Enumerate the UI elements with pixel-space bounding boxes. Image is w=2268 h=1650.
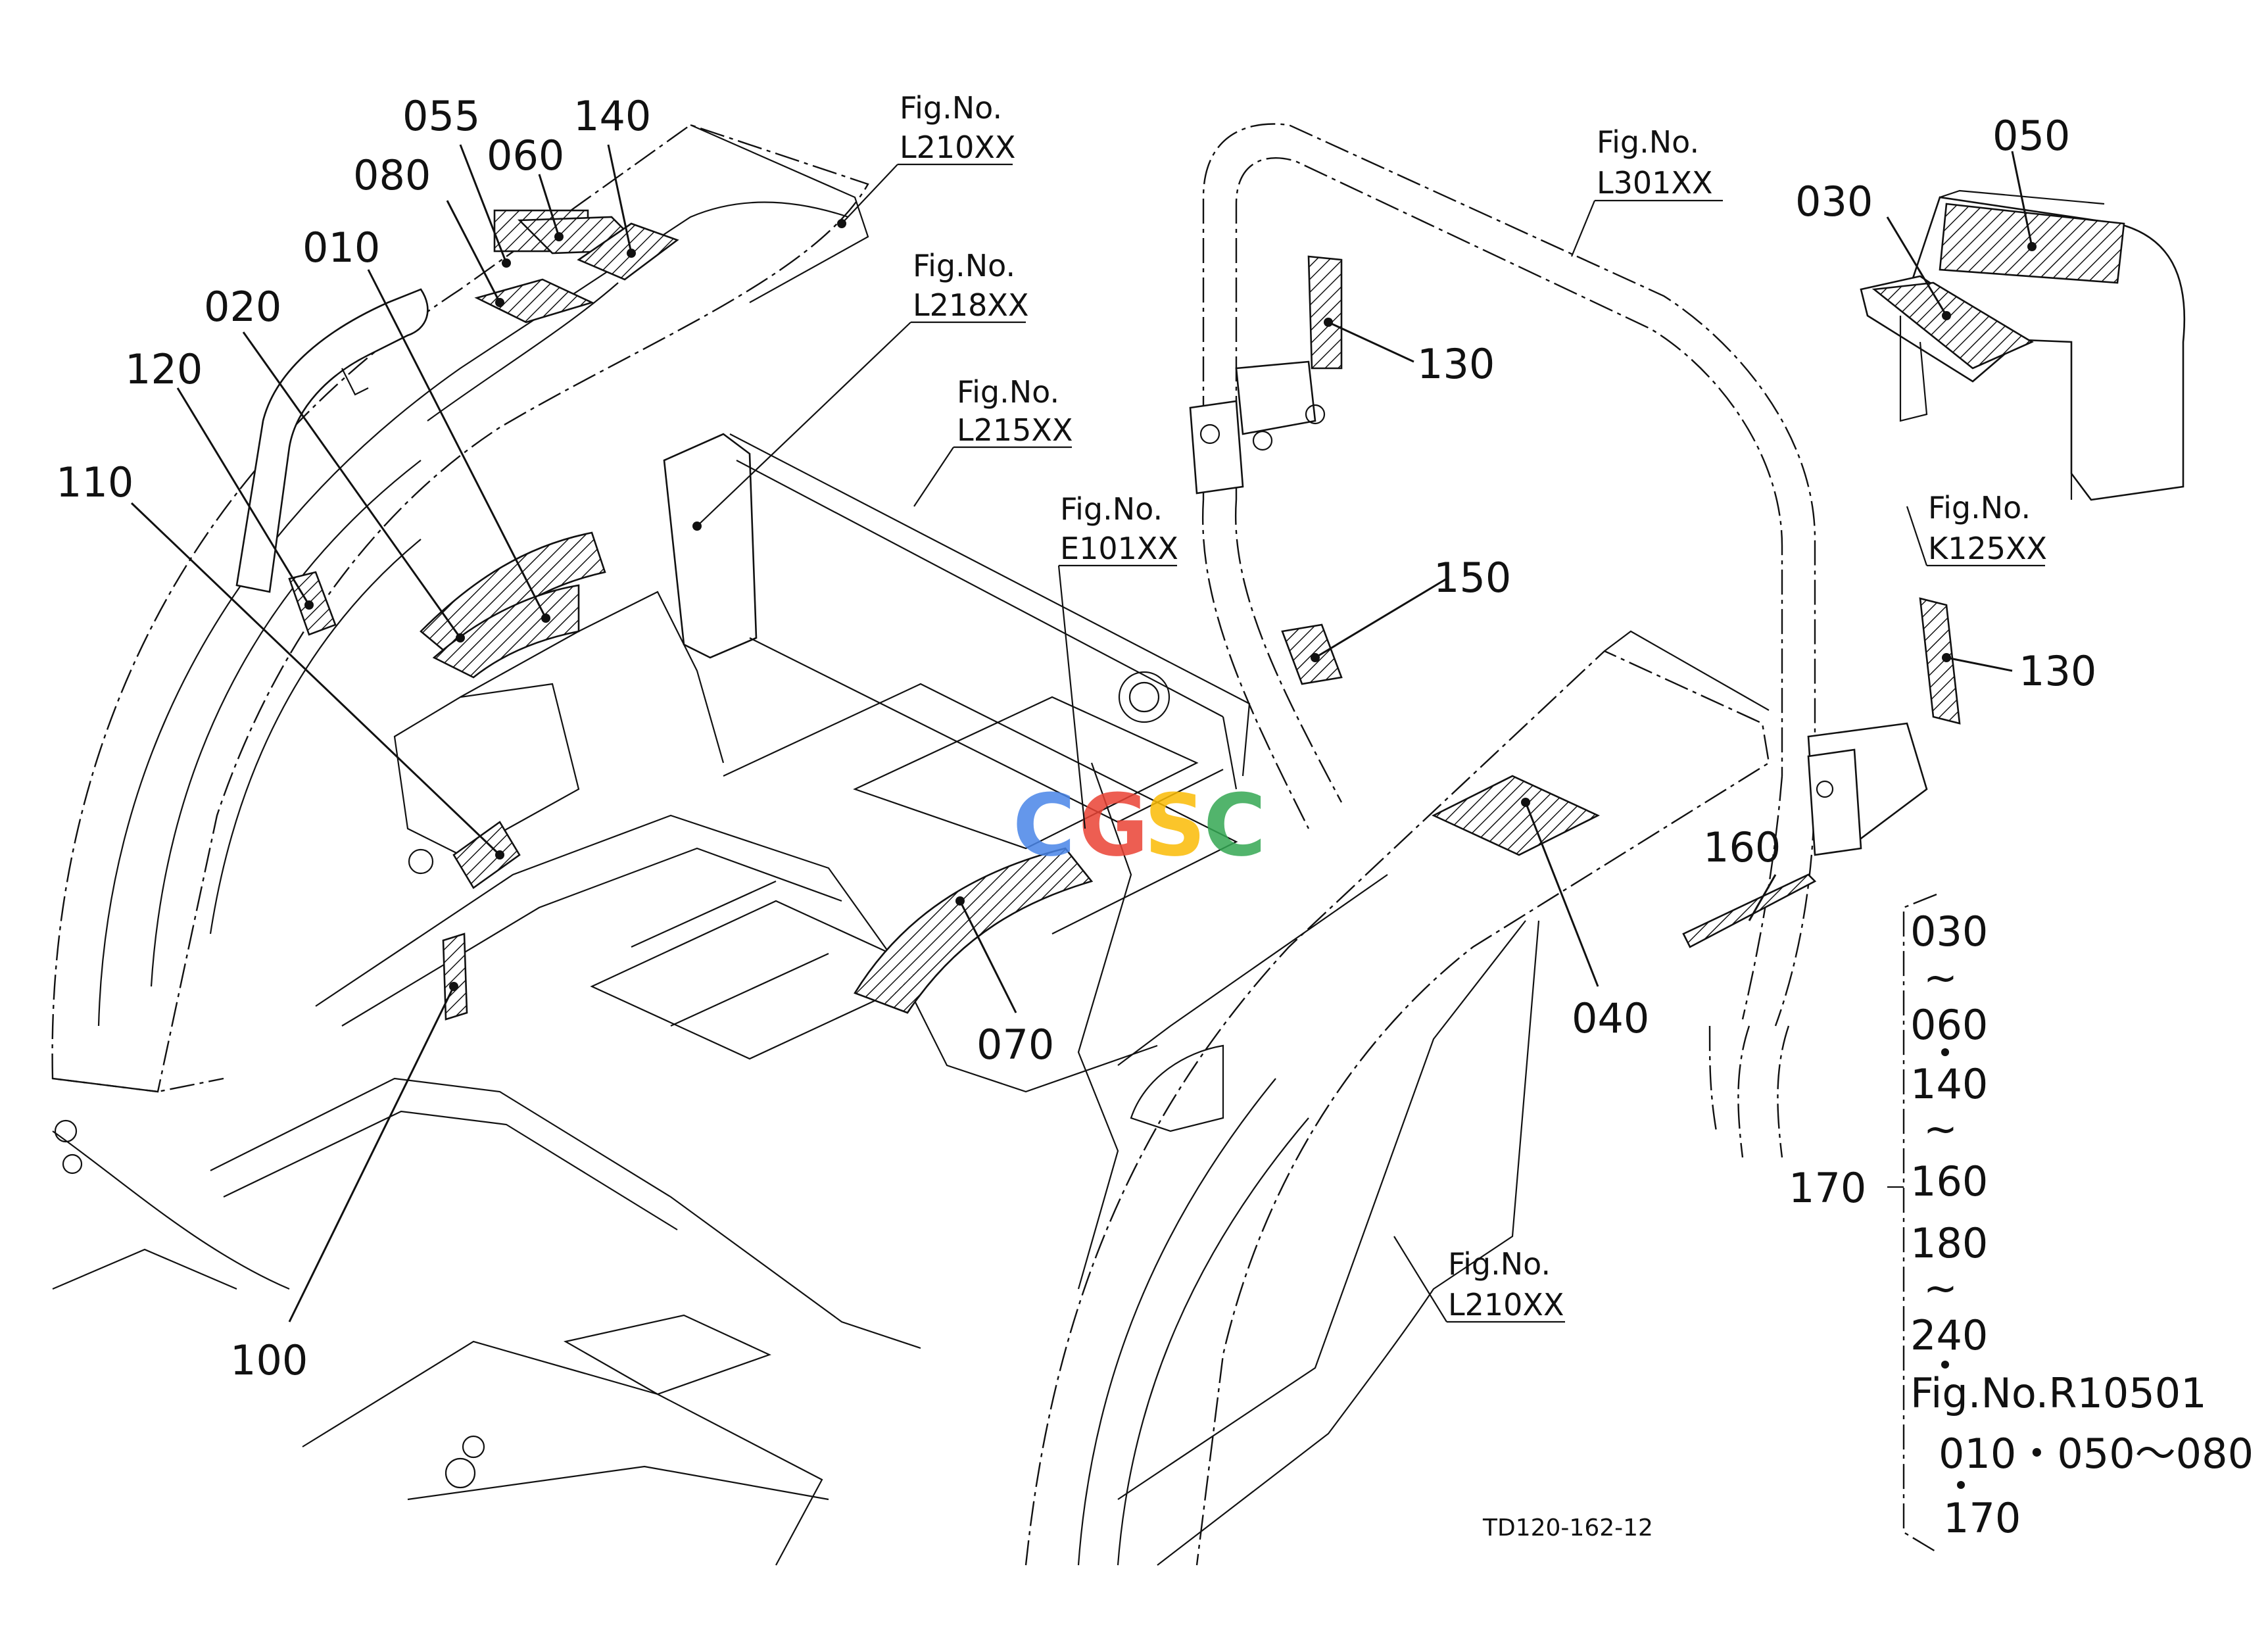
callout-labels: 055 060 140 080 010 020 120 110 100 070 … (56, 92, 2096, 1384)
fig-ref-code: E101XX (1060, 531, 1178, 566)
decal-160 (1682, 873, 1817, 948)
set-list-item: 160 (1910, 1157, 1988, 1205)
callout-160: 160 (1703, 823, 1781, 871)
watermark-letter: S (1144, 775, 1206, 875)
callout-050: 050 (1992, 112, 2070, 160)
callout-150: 150 (1434, 554, 1511, 602)
fig-ref-prefix: Fig.No. (900, 90, 1002, 126)
watermark: C G S C (1013, 775, 1266, 875)
set-list-item: 140 (1910, 1060, 1988, 1108)
callout-080: 080 (353, 151, 431, 199)
decal-110 (452, 821, 521, 889)
operator-platform (52, 591, 1238, 1566)
decal-130-right (1919, 597, 1961, 725)
callout-040: 040 (1572, 994, 1649, 1042)
callout-130-right: 130 (2019, 647, 2096, 695)
callout-030: 030 (1795, 178, 1873, 226)
fig-ref-prefix: Fig.No. (1597, 124, 1699, 160)
figure-ref-leaders (692, 163, 2045, 1323)
right-fender (1025, 630, 1770, 1566)
watermark-letter: C (1203, 775, 1266, 875)
set-list-sub-line: 010・050～080 (1939, 1430, 2254, 1478)
callout-110: 110 (56, 458, 133, 506)
set-list-item: ~ (1923, 954, 1958, 1002)
callout-100: 100 (230, 1336, 308, 1384)
set-list-fig-ref: Fig.No.R10501 (1910, 1369, 2207, 1417)
set-list-item: 240 (1910, 1311, 1988, 1359)
set-list-item: 030 (1910, 908, 1988, 956)
set-list-item: ~ (1923, 1264, 1958, 1312)
watermark-letter: C (1013, 775, 1075, 875)
callout-120: 120 (125, 345, 203, 393)
fig-ref-prefix: Fig.No. (1448, 1246, 1551, 1282)
set-list-bracket (1887, 893, 1965, 1553)
set-list-item: ~ (1923, 1105, 1958, 1153)
decal-030 (1871, 281, 2034, 370)
decal-080 (474, 278, 594, 324)
callout-140: 140 (573, 92, 651, 140)
figure-ref-labels: Fig.No. L210XX Fig.No. L218XX Fig.No. L2… (900, 90, 2047, 1322)
set-list-sub-item: 170 (1943, 1494, 2021, 1542)
watermark-letter: G (1078, 775, 1149, 875)
rops-frame (1189, 123, 1928, 1158)
fig-ref-prefix: Fig.No. (1928, 490, 2031, 525)
callout-010: 010 (302, 224, 380, 272)
set-list-item: 060 (1910, 1001, 1988, 1049)
decal-040 (1431, 775, 1601, 856)
callout-130-left: 130 (1417, 340, 1495, 388)
fig-ref-code: L218XX (913, 287, 1028, 323)
callout-055: 055 (402, 92, 480, 140)
fig-ref-prefix: Fig.No. (1060, 491, 1163, 527)
decal-130-left (1307, 255, 1343, 370)
fig-ref-code: L210XX (1448, 1287, 1564, 1322)
leader-lines (130, 144, 2037, 1322)
callout-020: 020 (204, 283, 281, 331)
decal-100 (442, 933, 468, 1021)
fig-ref-prefix: Fig.No. (913, 248, 1015, 283)
fig-ref-code: L210XX (900, 130, 1015, 165)
decal-070 (854, 847, 1094, 1014)
fig-ref-prefix: Fig.No. (957, 374, 1059, 410)
set-list-item: 180 (1910, 1219, 1988, 1267)
callout-060: 060 (487, 132, 564, 180)
set-list: 030 ~ 060 140 ~ 160 180 ~ 240 Fig.No.R10… (1910, 908, 2254, 1542)
fig-ref-code: K125XX (1928, 531, 2047, 566)
decal-150 (1281, 623, 1343, 685)
decal-020 (432, 584, 580, 679)
decal-hatches (288, 203, 2125, 1021)
diagram-code: TD120-162-12 (1482, 1515, 1653, 1541)
callout-070: 070 (977, 1021, 1054, 1069)
left-fender (51, 124, 869, 1093)
fig-ref-code: L301XX (1597, 165, 1712, 201)
fig-ref-code: L215XX (957, 412, 1073, 448)
callout-170: 170 (1789, 1164, 1866, 1212)
